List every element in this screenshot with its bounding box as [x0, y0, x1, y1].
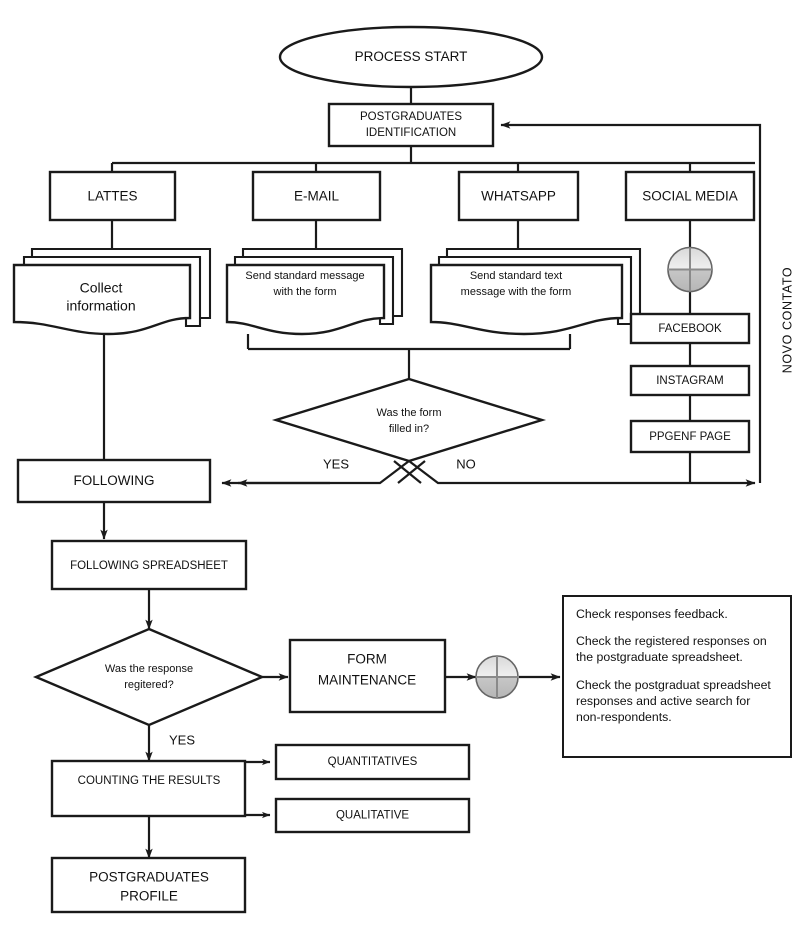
- node-counting-label: COUNTING THE RESULTS: [78, 775, 221, 787]
- node-postgraduates-identification[interactable]: [327, 102, 495, 148]
- edge-cross-b: [393, 460, 422, 484]
- node-whatsapp-doc-label-1: Send standard text: [470, 270, 562, 282]
- node-counting-the-results[interactable]: [50, 759, 247, 818]
- node-ppgenf-page[interactable]: [629, 419, 751, 454]
- node-postgraduates-profile[interactable]: [50, 856, 247, 914]
- edge-decision-no: [408, 460, 756, 487]
- node-lattes-label: LATTES: [87, 189, 137, 204]
- edge-label-yes-form: YES: [323, 456, 349, 471]
- node-following-label: FOLLOWING: [73, 473, 154, 488]
- node-decision-form-label-1: Was the form: [377, 407, 442, 419]
- node-facebook-label: FACEBOOK: [658, 323, 722, 335]
- node-qualitative-label: QUALITATIVE: [336, 810, 409, 822]
- node-instagram[interactable]: [629, 364, 751, 397]
- node-decision-response-label-1: Was the response: [105, 663, 193, 675]
- edge-return-loop: [500, 121, 762, 483]
- junction-form-maintenance-icon: [475, 655, 519, 699]
- node-profile-label-2: PROFILE: [120, 889, 178, 904]
- edge-cross-a: [397, 460, 426, 484]
- node-social-media-label: SOCIAL MEDIA: [642, 189, 738, 204]
- node-decision-response-label-2: regitered?: [124, 679, 174, 691]
- node-email-doc-label-1: Send standard message: [245, 270, 364, 282]
- node-ppgenf-label: PPGENF PAGE: [649, 431, 731, 443]
- node-email[interactable]: [251, 170, 382, 222]
- node-qualitative[interactable]: [274, 797, 471, 834]
- node-collect-information[interactable]: [12, 247, 212, 336]
- node-social-media[interactable]: [624, 170, 756, 222]
- node-identification-label-2: IDENTIFICATION: [366, 127, 457, 139]
- node-process-start-label: PROCESS START: [355, 49, 468, 64]
- node-process-start[interactable]: [278, 25, 544, 89]
- node-collect-label-2: information: [66, 298, 135, 314]
- node-email-document[interactable]: [225, 247, 404, 336]
- node-collect-label-1: Collect: [80, 280, 123, 296]
- node-quantitatives-label: QUANTITATIVES: [328, 756, 418, 768]
- node-following-spreadsheet[interactable]: [50, 539, 248, 591]
- node-facebook[interactable]: [629, 312, 751, 345]
- node-decision-response-registered[interactable]: [32, 627, 266, 727]
- node-whatsapp-doc-label-2: message with the form: [461, 286, 572, 298]
- node-email-doc-label-2: with the form: [273, 286, 337, 298]
- node-profile-label-1: POSTGRADUATES: [89, 870, 209, 885]
- node-quantitatives[interactable]: [274, 743, 471, 781]
- node-following[interactable]: [16, 458, 212, 504]
- edge-label-no-form: NO: [456, 456, 476, 471]
- note-check-responses: Check responses feedback. Check the regi…: [562, 595, 792, 758]
- node-whatsapp[interactable]: [457, 170, 580, 222]
- node-whatsapp-document[interactable]: [429, 247, 642, 336]
- node-email-label: E-MAIL: [294, 189, 340, 204]
- node-following-spreadsheet-label: FOLLOWING SPREADSHEET: [70, 560, 228, 572]
- label-novo-contato: NOVO CONTATO: [780, 267, 794, 374]
- node-whatsapp-label: WHATSAPP: [481, 189, 556, 204]
- note-line-3: Check the postgraduat spreadsheet respon…: [576, 677, 771, 725]
- node-lattes[interactable]: [48, 170, 177, 222]
- junction-social-media-icon: [667, 246, 713, 293]
- node-form-maintenance-label-1: FORM: [347, 652, 387, 667]
- node-identification-label-1: POSTGRADUATES: [360, 111, 462, 123]
- edge-label-yes-response: YES: [169, 732, 195, 747]
- node-decision-form-label-2: filled in?: [389, 423, 429, 435]
- note-line-2: Check the registered responses on the po…: [576, 634, 767, 665]
- node-form-maintenance-label-2: MAINTENANCE: [318, 673, 416, 688]
- node-form-maintenance[interactable]: [288, 638, 447, 714]
- node-instagram-label: INSTAGRAM: [656, 375, 724, 387]
- node-decision-form-filled[interactable]: [271, 377, 547, 463]
- note-line-1: Check responses feedback.: [576, 607, 728, 621]
